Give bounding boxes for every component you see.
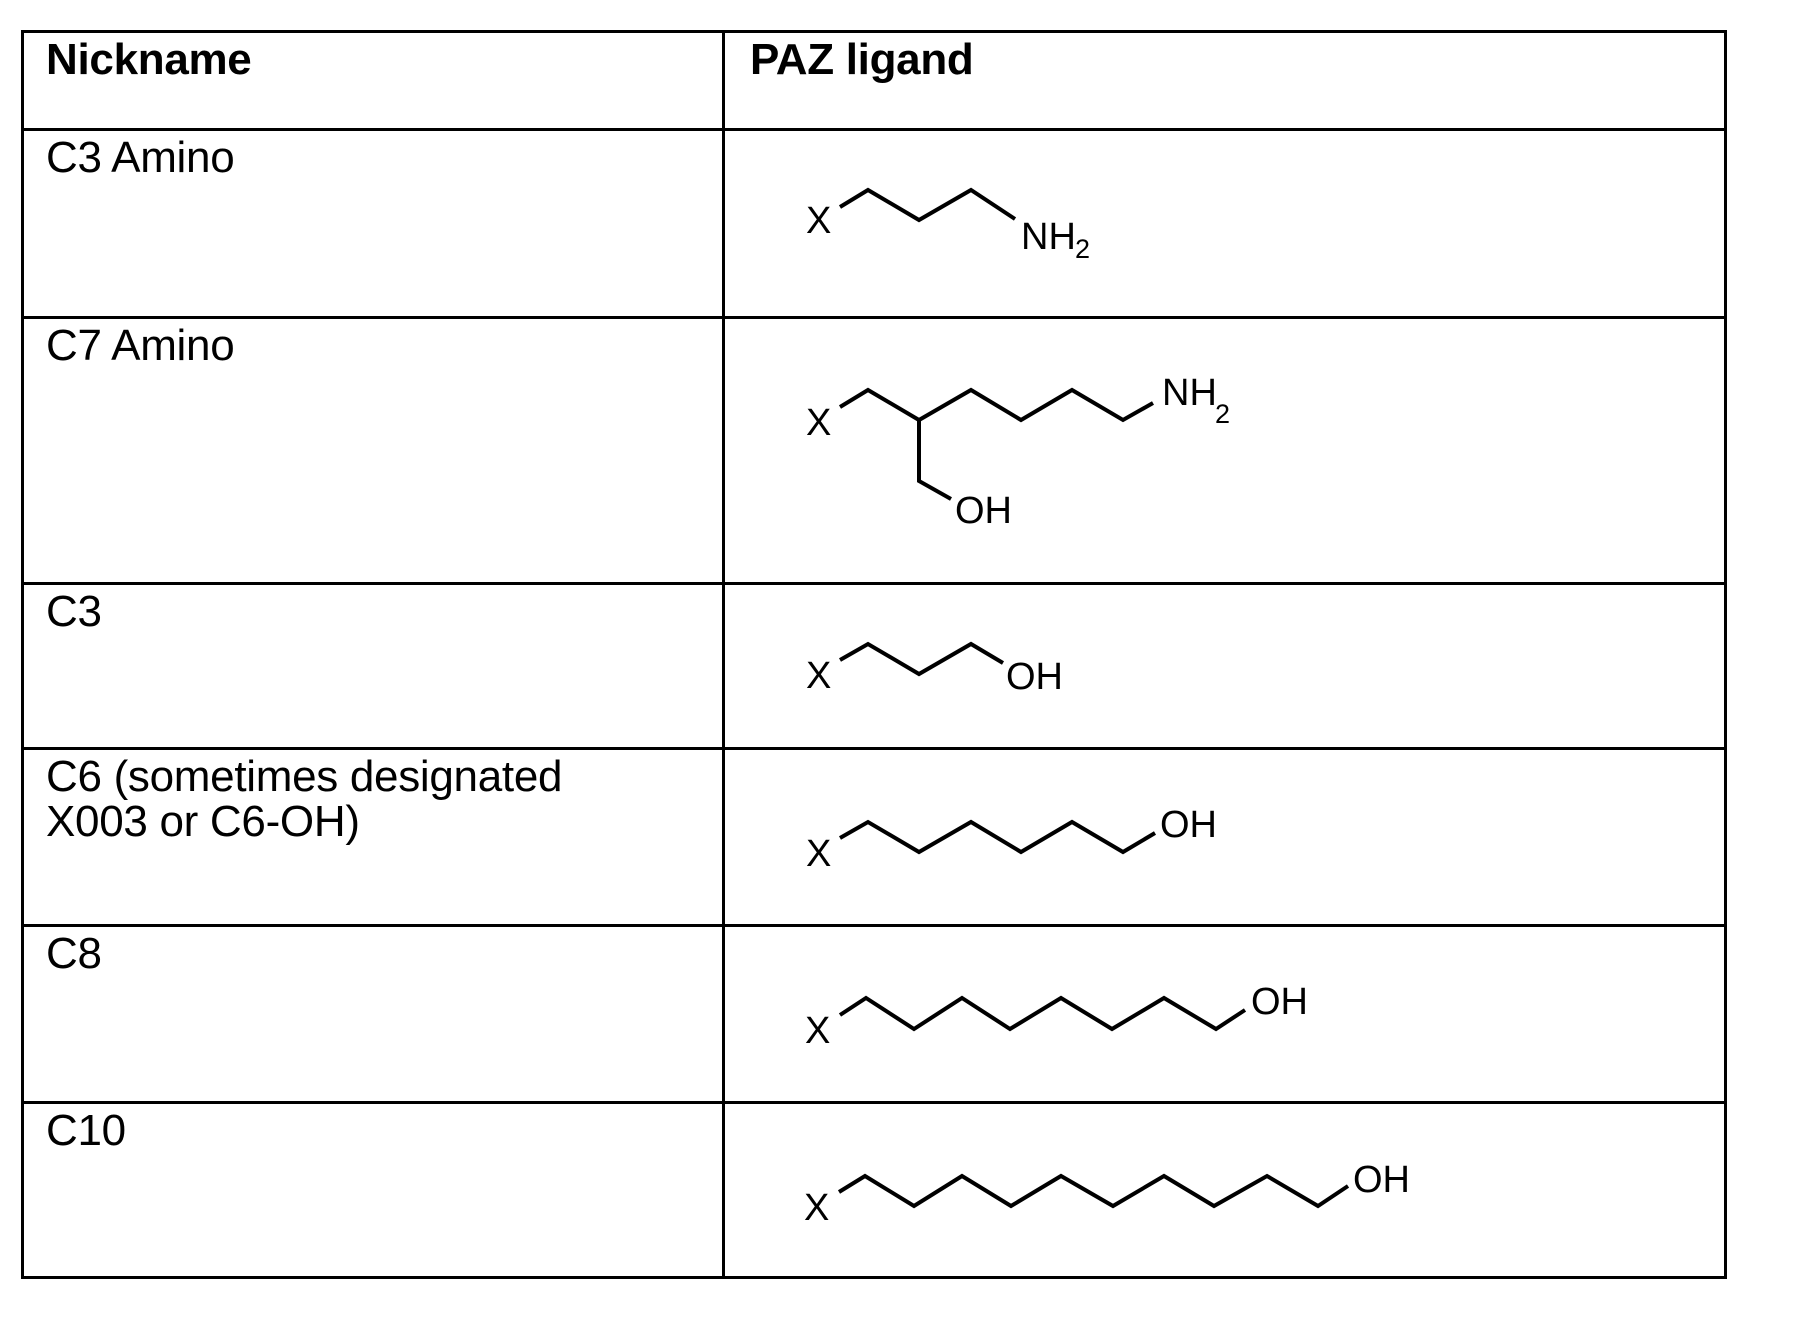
- row-divider: [21, 1101, 1727, 1104]
- header-paz-ligand: PAZ ligand: [750, 35, 974, 84]
- row-divider: [21, 582, 1727, 585]
- nickname-cell: C3 Amino: [46, 133, 235, 182]
- header-nickname: Nickname: [46, 35, 252, 84]
- row-divider: [21, 924, 1727, 927]
- nickname-cell: C7 Amino: [46, 321, 235, 370]
- nickname-cell: C6 (sometimes designated: [46, 752, 563, 801]
- ligand-table: [21, 30, 1727, 1279]
- nickname-cell: C8: [46, 929, 102, 978]
- nickname-cell: C3: [46, 587, 102, 636]
- column-divider: [722, 30, 725, 1279]
- nickname-cell-line2: X003 or C6-OH): [46, 797, 360, 846]
- row-divider: [21, 128, 1727, 131]
- row-divider: [21, 316, 1727, 319]
- nickname-cell: C10: [46, 1106, 126, 1155]
- row-divider: [21, 747, 1727, 750]
